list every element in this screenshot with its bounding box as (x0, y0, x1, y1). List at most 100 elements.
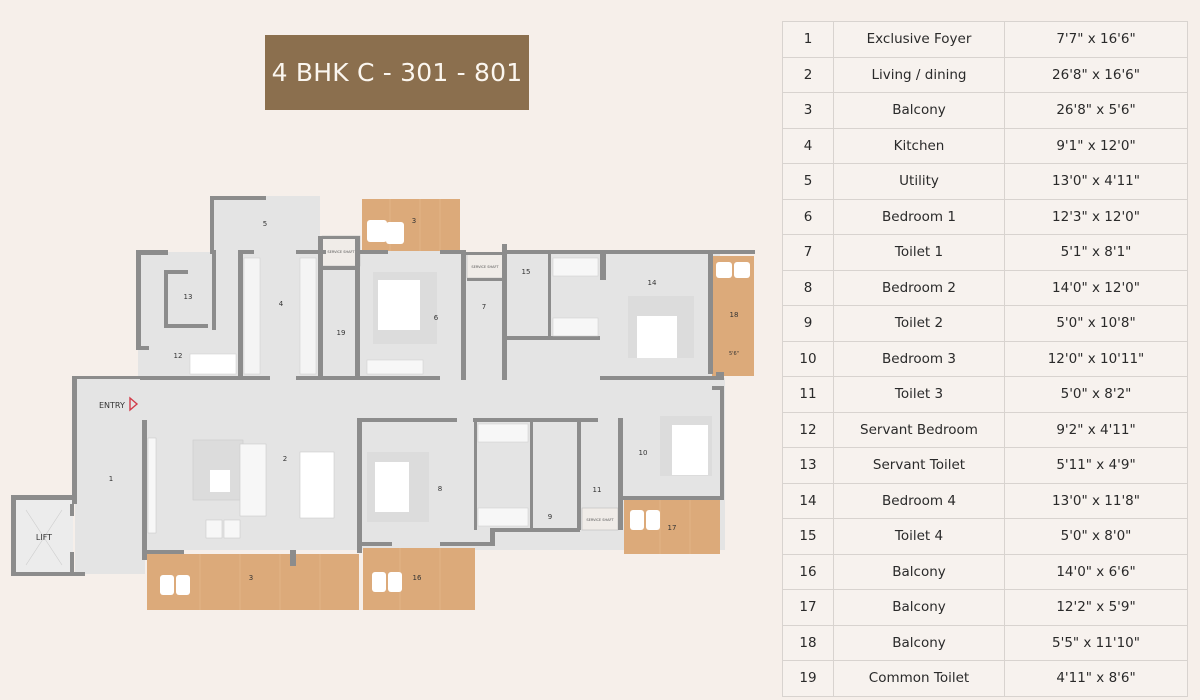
room-size: 26'8" x 5'6" (1004, 92, 1188, 129)
furniture (25, 220, 750, 595)
room-size: 5'0" x 10'8" (1004, 305, 1188, 342)
room-size: 5'5" x 11'10" (1004, 624, 1188, 661)
room-number: 19 (782, 660, 834, 697)
svg-text:11: 11 (593, 486, 602, 494)
room-name: Bedroom 2 (833, 269, 1005, 306)
room-size: 14'0" x 6'6" (1004, 553, 1188, 590)
room-number: 16 (782, 553, 834, 590)
room-number: 7 (782, 234, 834, 271)
room-number: 13 (782, 447, 834, 484)
room-number: 15 (782, 518, 834, 555)
room-number: 11 (782, 376, 834, 413)
svg-text:18: 18 (730, 311, 739, 319)
unit-title: 4 BHK C - 301 - 801 (265, 35, 529, 110)
room-size: 9'1" x 12'0" (1004, 127, 1188, 164)
svg-text:19: 19 (337, 329, 346, 337)
svg-text:3: 3 (412, 217, 416, 225)
svg-text:SERVICE SHAFT: SERVICE SHAFT (586, 518, 614, 522)
svg-text:16: 16 (413, 574, 422, 582)
svg-text:8: 8 (438, 485, 442, 493)
room-number: 17 (782, 589, 834, 626)
room-name: Toilet 2 (833, 305, 1005, 342)
svg-text:SERVICE SHAFT: SERVICE SHAFT (327, 250, 355, 254)
room-size: 5'0" x 8'2" (1004, 376, 1188, 413)
room-size: 4'11" x 8'6" (1004, 660, 1188, 697)
svg-text:6: 6 (434, 314, 439, 322)
svg-text:10: 10 (639, 449, 648, 457)
room-number: 14 (782, 482, 834, 519)
svg-text:9: 9 (548, 513, 552, 521)
room-name: Balcony (833, 553, 1005, 590)
svg-text:15: 15 (522, 268, 531, 276)
entry-arrow-icon (129, 396, 139, 412)
svg-text:3: 3 (249, 574, 253, 582)
room-number: 4 (782, 127, 834, 164)
svg-text:4: 4 (279, 300, 284, 308)
walls (11, 196, 755, 576)
room-size: 26'8" x 16'6" (1004, 56, 1188, 93)
svg-text:13: 13 (184, 293, 193, 301)
svg-text:1: 1 (109, 475, 113, 483)
room-name: Bedroom 1 (833, 198, 1005, 235)
room-name: Balcony (833, 92, 1005, 129)
room-name: Servant Bedroom (833, 411, 1005, 448)
room-number: 18 (782, 624, 834, 661)
room-number: 2 (782, 56, 834, 93)
room-size: 7'7" x 16'6" (1004, 21, 1188, 58)
room-number: 1 (782, 21, 834, 58)
room-size: 9'2" x 4'11" (1004, 411, 1188, 448)
svg-text:12: 12 (174, 352, 183, 360)
room-name: Kitchen (833, 127, 1005, 164)
room-size: 12'3" x 12'0" (1004, 198, 1188, 235)
room-number: 10 (782, 340, 834, 377)
entry-label: ENTRY (99, 401, 125, 410)
svg-text:14: 14 (648, 279, 657, 287)
room-size: 13'0" x 11'8" (1004, 482, 1188, 519)
room-size: 12'2" x 5'9" (1004, 589, 1188, 626)
floor-plan: 1 2 3 3 4 5 6 7 8 9 10 11 12 13 14 15 16… (11, 196, 755, 610)
svg-text:5: 5 (263, 220, 267, 228)
room-name: Exclusive Foyer (833, 21, 1005, 58)
room-name: Balcony (833, 589, 1005, 626)
svg-text:SERVICE SHAFT: SERVICE SHAFT (471, 265, 499, 269)
room-name: Balcony (833, 624, 1005, 661)
room-name: Toilet 4 (833, 518, 1005, 555)
room-size: 5'0" x 8'0" (1004, 518, 1188, 555)
room-size: 5'11" x 4'9" (1004, 447, 1188, 484)
room-name: Living / dining (833, 56, 1005, 93)
room-size: 13'0" x 4'11" (1004, 163, 1188, 200)
svg-text:7: 7 (482, 303, 486, 311)
room-name: Toilet 1 (833, 234, 1005, 271)
svg-text:5'6": 5'6" (729, 351, 739, 357)
room-name: Bedroom 3 (833, 340, 1005, 377)
svg-text:17: 17 (668, 524, 677, 532)
room-name: Servant Toilet (833, 447, 1005, 484)
room-name: Bedroom 4 (833, 482, 1005, 519)
room-size: 5'1" x 8'1" (1004, 234, 1188, 271)
room-number: 6 (782, 198, 834, 235)
svg-text:2: 2 (283, 455, 287, 463)
room-number: 8 (782, 269, 834, 306)
room-number: 9 (782, 305, 834, 342)
room-number: 3 (782, 92, 834, 129)
entry-marker: ENTRY (99, 396, 139, 412)
